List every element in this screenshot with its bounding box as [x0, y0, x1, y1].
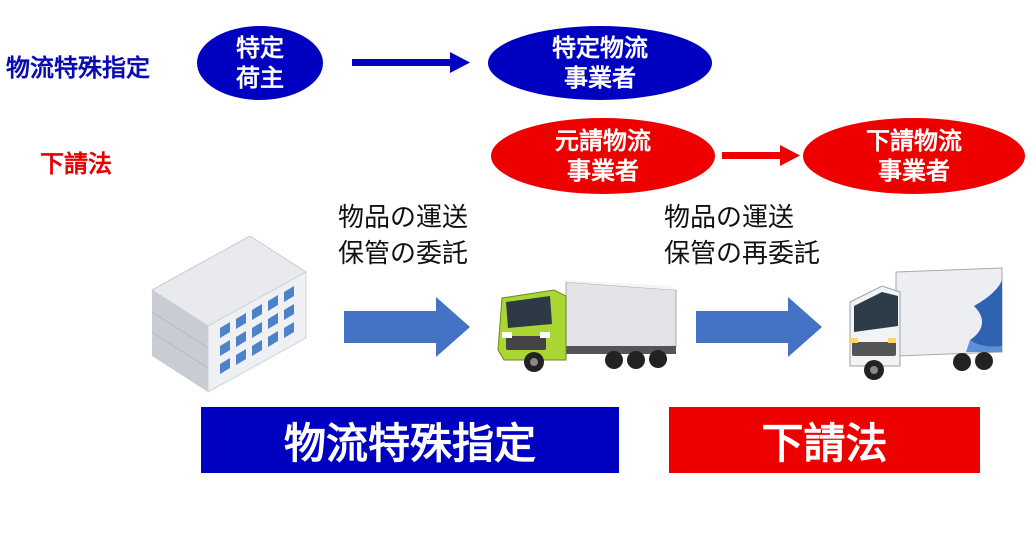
- description-reconsignment-line2: 保管の再委託: [664, 239, 821, 269]
- node-prime-logistics: 元請物流 事業者: [491, 118, 715, 194]
- node-specified-logistics-line1: 特定物流: [552, 34, 648, 62]
- arrow-top-row: [352, 52, 470, 73]
- node-sub-logistics: 下請物流 事業者: [803, 118, 1025, 194]
- node-specified-shipper: 特定 荷主: [197, 26, 323, 100]
- node-specified-logistics-line2: 事業者: [564, 64, 636, 92]
- node-sub-logistics-line1: 下請物流: [866, 127, 962, 155]
- description-reconsignment: 物品の運送 保管の再委託: [664, 200, 820, 272]
- node-specified-logistics: 特定物流 事業者: [488, 26, 712, 100]
- node-specified-shipper-line2: 荷主: [236, 64, 284, 92]
- arrow-reconsignment: [696, 297, 822, 357]
- node-prime-logistics-line1: 元請物流: [555, 127, 651, 155]
- node-sub-logistics-line2: 事業者: [878, 157, 950, 185]
- small-truck-icon: [849, 267, 1003, 380]
- arrow-consignment: [344, 297, 470, 357]
- node-prime-logistics-line2: 事業者: [567, 157, 639, 185]
- description-consignment-line2: 保管の委託: [338, 239, 469, 269]
- arrow-red-row: [722, 145, 800, 166]
- description-consignment: 物品の運送 保管の委託: [338, 200, 468, 272]
- description-reconsignment-line1: 物品の運送: [664, 203, 795, 233]
- office-building-icon: [151, 235, 307, 393]
- description-consignment-line1: 物品の運送: [338, 203, 469, 233]
- large-truck-icon: [497, 280, 677, 372]
- node-specified-shipper-line1: 特定: [236, 34, 284, 62]
- banner-subcontract-act: 下請法: [669, 407, 980, 473]
- row-label-subcontract-act: 下請法: [40, 150, 112, 178]
- row-label-logistics-designation: 物流特殊指定: [6, 54, 150, 82]
- banner-logistics-designation: 物流特殊指定: [201, 407, 619, 473]
